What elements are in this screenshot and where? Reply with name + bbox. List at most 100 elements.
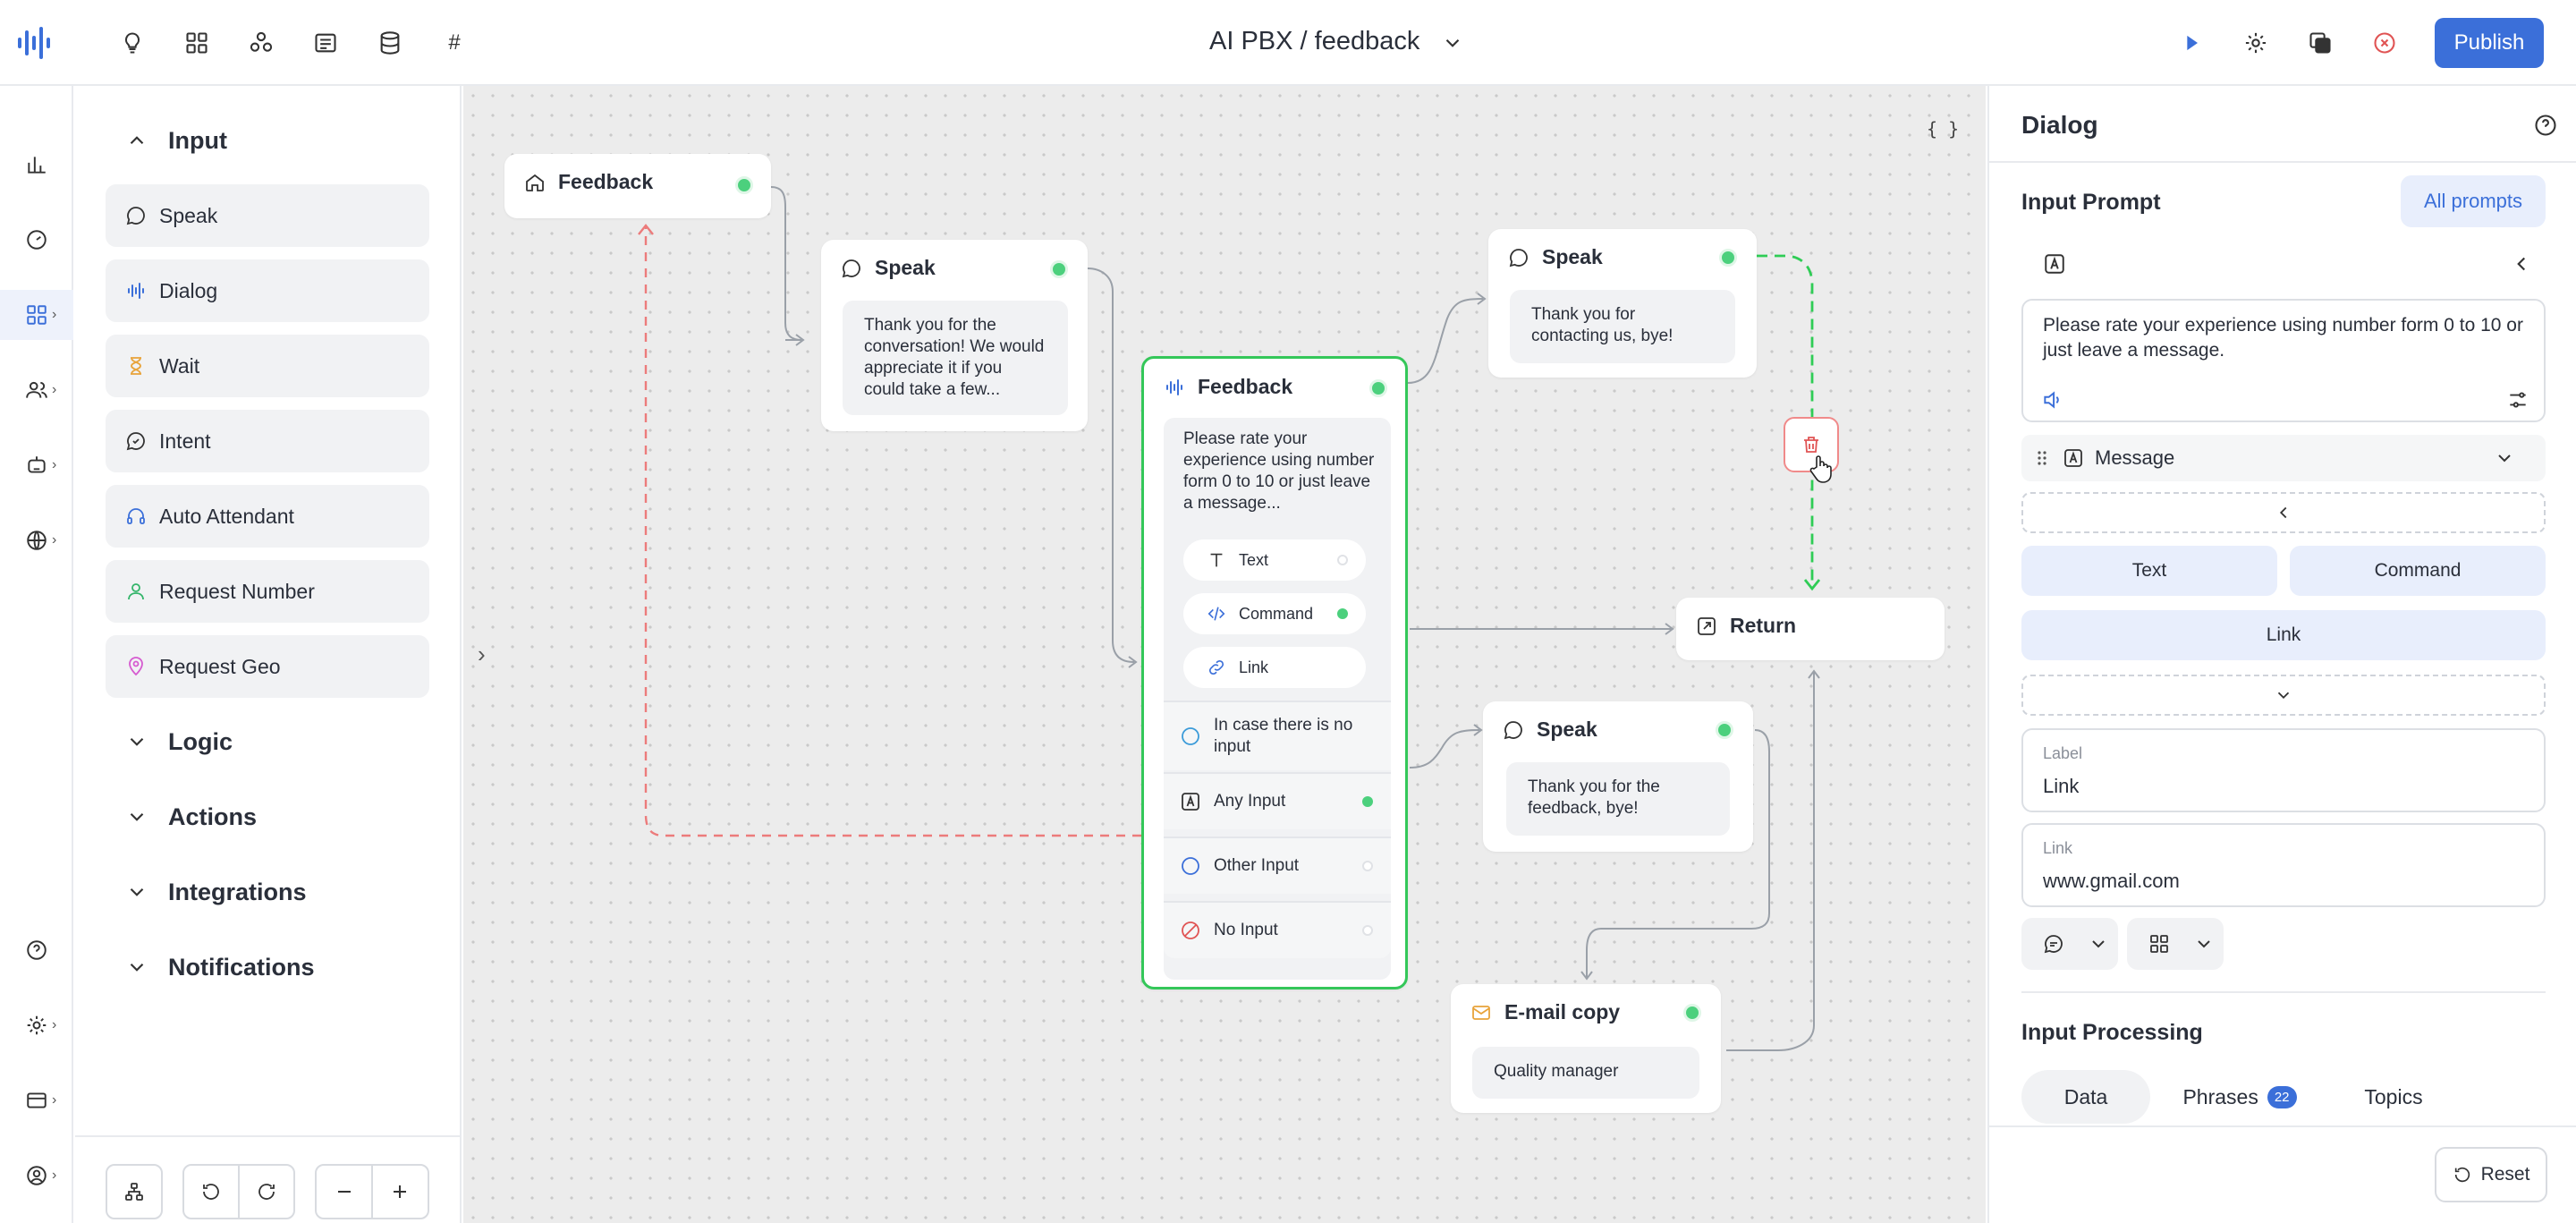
node-speak[interactable]: Speak Thank you for the feedback, bye! [1483, 701, 1753, 852]
field-value[interactable]: Link [2043, 775, 2080, 797]
publish-button[interactable]: Publish [2435, 18, 2544, 68]
speaker-icon[interactable] [2041, 388, 2064, 412]
status-dot [1683, 1004, 1701, 1022]
palette-item-dialog[interactable]: Dialog [106, 259, 429, 322]
palette-item-auto-attendant[interactable]: Auto Attendant [106, 485, 429, 548]
database-icon[interactable] [372, 25, 408, 61]
trash-icon [1804, 437, 1818, 453]
palette-item-request-geo[interactable]: Request Geo [106, 635, 429, 698]
sliders-icon[interactable] [2506, 388, 2529, 412]
drag-handle-icon[interactable] [2032, 447, 2054, 469]
tab-topics[interactable]: Topics [2329, 1070, 2458, 1124]
divider [2021, 991, 2546, 993]
flow-canvas[interactable]: { } › Feedback Speak Thank you for the c… [463, 86, 1986, 1223]
palette-item-label: Auto Attendant [159, 504, 294, 528]
label-field[interactable]: Label Link [2021, 728, 2546, 812]
letter-a-icon[interactable] [2043, 252, 2066, 276]
branch-no-input-case[interactable]: In case there is no input [1164, 701, 1391, 770]
all-prompts-button[interactable]: All prompts [2401, 175, 2546, 227]
collapse-up-button[interactable] [2021, 492, 2546, 533]
link-field[interactable]: Link www.gmail.com [2021, 823, 2546, 907]
section-notifications[interactable]: Notifications [125, 945, 315, 989]
help-icon[interactable] [2533, 113, 2558, 138]
undo-button[interactable] [184, 1166, 238, 1218]
node-email-copy[interactable]: E-mail copy Quality manager [1451, 984, 1721, 1113]
list-icon[interactable] [308, 25, 343, 61]
branch-any-input[interactable]: Any Input [1164, 772, 1391, 829]
node-title: E-mail copy [1504, 1000, 1621, 1023]
redo-button[interactable] [240, 1166, 293, 1218]
lightbulb-icon[interactable] [114, 25, 150, 61]
app-logo[interactable] [16, 27, 55, 59]
gear-icon[interactable] [2238, 25, 2274, 61]
close-circle-icon[interactable] [2367, 25, 2402, 61]
letter-a-icon [2064, 449, 2082, 467]
tab-label: Data [2063, 1084, 2108, 1108]
status-dot [1337, 555, 1348, 565]
canvas-controls [75, 1135, 462, 1223]
prompt-text[interactable]: Please rate your experience using number… [2043, 315, 2523, 361]
palette-item-request-number[interactable]: Request Number [106, 560, 429, 623]
branch-no-input[interactable]: No Input [1164, 901, 1391, 958]
node-dialog-selected[interactable]: Feedback Please rate your experience usi… [1141, 356, 1408, 989]
palette-item-intent[interactable]: Intent [106, 410, 429, 472]
panel-footer: Reset [1989, 1125, 2576, 1223]
option-text[interactable]: Text [1183, 539, 1366, 581]
option-command-button[interactable]: Command [2290, 546, 2546, 596]
card-icon [27, 1092, 47, 1108]
message-type-select[interactable]: Message [2021, 435, 2546, 481]
nodes-icon[interactable] [243, 25, 279, 61]
delete-edge-button[interactable] [1784, 417, 1839, 472]
section-label: Integrations [168, 878, 307, 905]
expand-down-button[interactable] [2021, 675, 2546, 716]
hash-icon[interactable]: # [448, 30, 461, 55]
expand-palette-button[interactable]: › [478, 641, 486, 667]
rail-flows[interactable]: › [0, 290, 73, 340]
section-input[interactable]: Input [125, 118, 227, 163]
chevron-left-icon[interactable] [2510, 252, 2533, 276]
option-text-button[interactable]: Text [2021, 546, 2277, 596]
section-integrations[interactable]: Integrations [125, 870, 307, 914]
option-link[interactable]: Link [1183, 647, 1366, 688]
node-start[interactable]: Feedback [504, 154, 771, 218]
rail-dashboard[interactable] [0, 215, 73, 265]
zoom-in-button[interactable] [373, 1166, 427, 1218]
account-icon [27, 1166, 47, 1185]
zoom-out-button[interactable] [318, 1166, 371, 1218]
branch-other-input[interactable]: Other Input [1164, 837, 1391, 894]
field-value[interactable]: www.gmail.com [2043, 870, 2180, 892]
grid-icon [2150, 935, 2168, 953]
rail-settings[interactable]: › [0, 1000, 73, 1050]
rail-analytics[interactable] [0, 140, 73, 190]
history-group [182, 1164, 295, 1219]
node-return[interactable]: Return [1676, 598, 1945, 660]
option-link-button[interactable]: Link [2021, 610, 2546, 660]
rail-account[interactable]: › [0, 1151, 73, 1201]
json-view-button[interactable]: { } [1927, 118, 1960, 140]
grid-icon[interactable] [179, 25, 215, 61]
rail-billing[interactable]: › [0, 1075, 73, 1125]
tab-data[interactable]: Data [2021, 1070, 2150, 1124]
play-icon[interactable] [2174, 25, 2209, 61]
rail-users[interactable]: › [0, 365, 73, 415]
node-speak[interactable]: Speak Thank you for contacting us, bye! [1488, 229, 1757, 378]
chevron-down-icon[interactable] [1436, 27, 1469, 59]
palette-item-wait[interactable]: Wait [106, 335, 429, 397]
copy-icon[interactable] [2302, 25, 2338, 61]
palette-item-speak[interactable]: Speak [106, 184, 429, 247]
prompt-editor[interactable]: Please rate your experience using number… [2021, 299, 2546, 422]
reset-button[interactable]: Reset [2435, 1147, 2547, 1202]
node-speak[interactable]: Speak Thank you for the conversation! We… [821, 240, 1088, 431]
section-actions[interactable]: Actions [125, 794, 257, 839]
auto-layout-button[interactable] [106, 1164, 163, 1219]
tab-phrases[interactable]: Phrases 22 [2159, 1070, 2320, 1124]
layout-dropdown[interactable] [2127, 918, 2224, 970]
code-icon [1208, 607, 1225, 621]
rail-web[interactable]: › [0, 515, 73, 565]
rail-help[interactable] [0, 925, 73, 975]
rail-bots[interactable]: › [0, 440, 73, 490]
section-logic[interactable]: Logic [125, 719, 233, 764]
response-type-dropdown[interactable] [2021, 918, 2118, 970]
option-command[interactable]: Command [1183, 593, 1366, 634]
node-text: Thank you for contacting us, bye! [1510, 290, 1735, 363]
